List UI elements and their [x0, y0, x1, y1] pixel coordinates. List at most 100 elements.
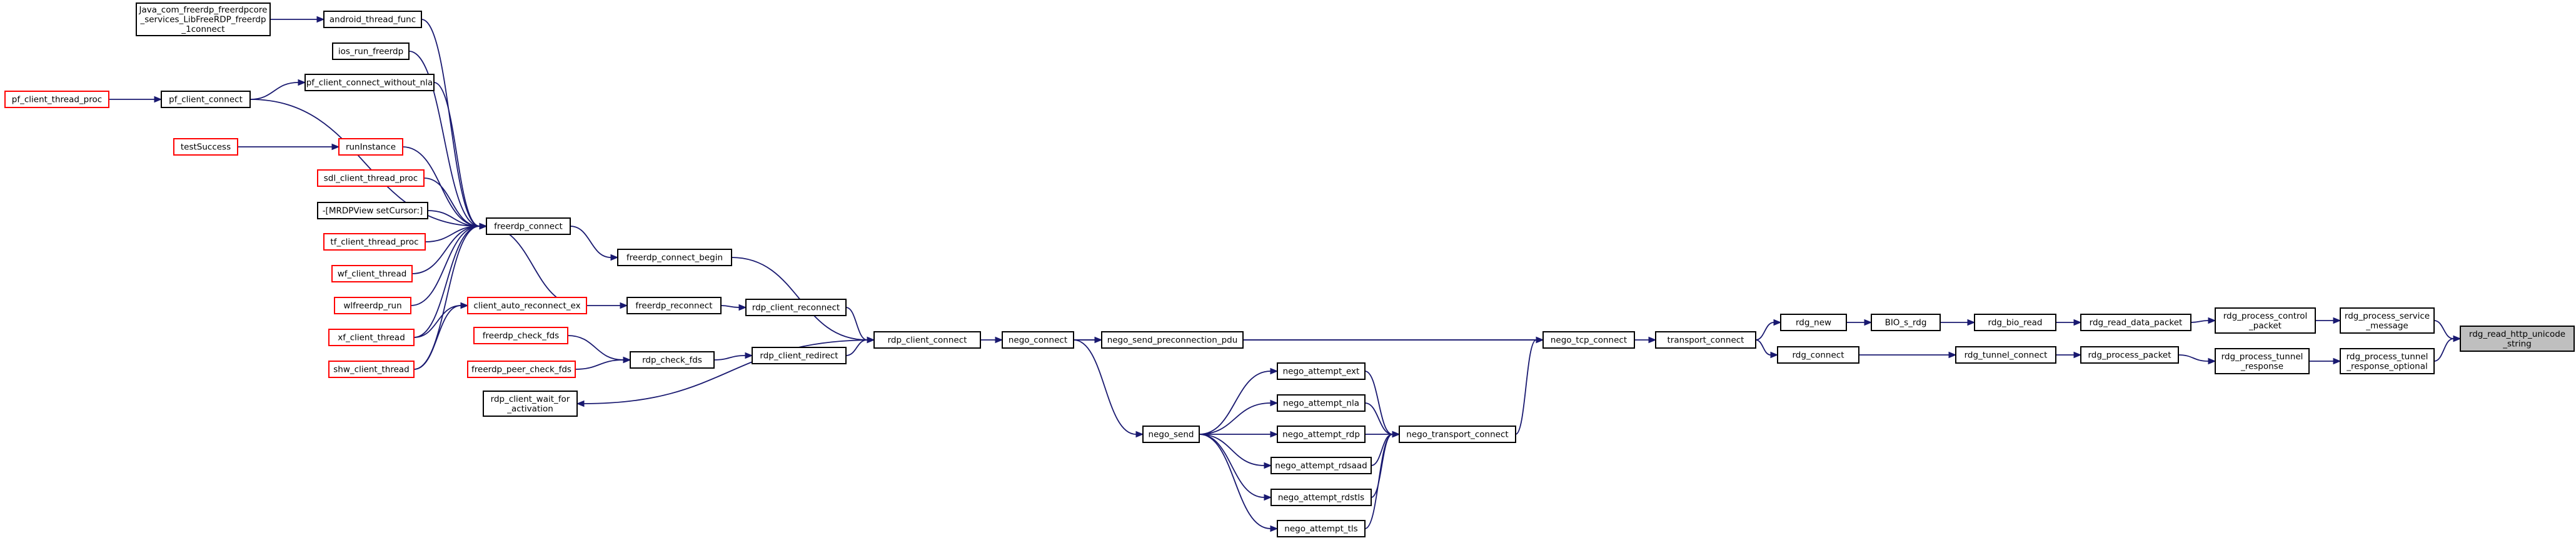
node-fcheckfds[interactable]: freerdp_check_fds [473, 327, 568, 344]
node-tunconn[interactable]: rdg_tunnel_connect [1955, 346, 2056, 364]
node-ios[interactable]: ios_run_freerdp [332, 42, 410, 60]
node-rdp[interactable]: nego_attempt_rdp [1277, 426, 1366, 443]
edge-shw-to-care [413, 302, 469, 370]
edge-line [413, 305, 461, 370]
edge-arrowhead [1135, 431, 1144, 438]
node-layer: rdg_read_http_unicode_stringrdg_process_… [4, 2, 2575, 537]
node-ntc[interactable]: nego_transport_connect [1399, 426, 1516, 443]
edge-java-to-android [270, 16, 325, 23]
edge-line [413, 305, 461, 338]
node-pfthread[interactable]: pf_client_thread_proc [4, 91, 109, 108]
edge-pfconn-to-pfnla [249, 79, 306, 100]
node-runinst[interactable]: runInstance [338, 138, 403, 156]
node-checkfds[interactable]: rdp_check_fds [630, 351, 715, 369]
node-label: rdg_read_data_packet [2090, 318, 2183, 328]
node-label: wf_client_thread [338, 269, 407, 279]
node-fpeer[interactable]: freerdp_peer_check_fds [467, 361, 576, 378]
node-box [1399, 426, 1516, 443]
node-fconnect[interactable]: freerdp_connect [486, 217, 571, 235]
node-label: _packet [2248, 321, 2282, 331]
node-label: testSuccess [181, 142, 231, 152]
node-rdpcc[interactable]: rdp_client_connect [873, 331, 981, 349]
edge-arrowhead [2073, 351, 2082, 359]
node-transport[interactable]: transport_connect [1655, 331, 1756, 349]
node-box [1277, 426, 1366, 443]
edge-arrowhead [298, 79, 306, 86]
node-mrdp[interactable]: -[MRDPView setCursor:] [317, 202, 428, 219]
node-box [2080, 346, 2179, 364]
node-box [1655, 331, 1756, 349]
node-rdsaad[interactable]: nego_attempt_rdsaad [1270, 457, 1372, 474]
node-ptro[interactable]: rdg_process_tunnel_response_optional [2340, 348, 2435, 374]
node-box [1270, 457, 1372, 474]
node-nla[interactable]: nego_attempt_nla [1277, 394, 1366, 412]
node-box [2080, 314, 2191, 331]
node-box [630, 351, 715, 369]
node-negosend[interactable]: nego_send [1142, 426, 1200, 443]
node-ppkt[interactable]: rdg_process_packet [2080, 346, 2179, 364]
node-pcp[interactable]: rdg_process_control_packet [2215, 307, 2316, 334]
node-box [467, 297, 587, 314]
node-ext[interactable]: nego_attempt_ext [1277, 362, 1366, 380]
node-rdgconn[interactable]: rdg_connect [1777, 346, 1859, 364]
node-pfnla[interactable]: pf_client_connect_without_nla [304, 74, 435, 91]
node-box [317, 169, 425, 187]
node-label: nego_attempt_rdsaad [1275, 461, 1367, 471]
node-xf[interactable]: xf_client_thread [328, 329, 415, 346]
edge-line [1199, 371, 1271, 435]
node-freconn[interactable]: freerdp_reconnect [626, 297, 722, 314]
node-box [323, 233, 426, 251]
node-label: BIO_s_rdg [1885, 318, 1927, 328]
node-label: freerdp_connect [494, 222, 563, 232]
node-wf[interactable]: wf_client_thread [331, 265, 413, 282]
edge-arrowhead [2208, 357, 2216, 365]
edge-bios-to-bioread [1940, 319, 1976, 326]
edge-tcp-to-transport [1634, 336, 1657, 344]
node-label: shw_client_thread [333, 365, 409, 375]
node-tls[interactable]: nego_attempt_tls [1277, 520, 1366, 537]
node-rdp_pkt[interactable]: rdg_read_data_packet [2080, 314, 2191, 331]
node-bioread[interactable]: rdg_bio_read [1974, 314, 2056, 331]
edge-negosend-to-nla [1199, 399, 1279, 435]
node-wlf[interactable]: wlfreerdp_run [334, 297, 411, 314]
node-psm[interactable]: rdg_process_service_message [2340, 307, 2435, 334]
node-negoconn[interactable]: nego_connect [1002, 331, 1074, 349]
node-rdgnew[interactable]: rdg_new [1780, 314, 1847, 331]
edge-arrowhead [623, 356, 631, 364]
edge-pfthread-to-pfconn [109, 96, 163, 103]
node-care[interactable]: client_auto_reconnect_ex [467, 297, 587, 314]
node-label: rdg_new [1796, 318, 1831, 328]
node-label: ios_run_freerdp [338, 47, 403, 57]
node-bios[interactable]: BIO_s_rdg [1871, 314, 1941, 331]
node-android[interactable]: android_thread_func [323, 11, 422, 28]
node-tcp[interactable]: nego_tcp_connect [1542, 331, 1635, 349]
edge-tls-to-ntc [1364, 431, 1401, 529]
edge-ptro-to-root [2433, 335, 2462, 362]
node-label: rdp_client_redirect [760, 351, 838, 361]
node-box [1780, 314, 1847, 331]
node-java[interactable]: Java_com_freerdp_freerdpcore_services_Li… [136, 2, 271, 36]
node-ptr[interactable]: rdg_process_tunnel_response [2215, 348, 2310, 374]
node-label: freerdp_check_fds [483, 331, 559, 341]
node-tf[interactable]: tf_client_thread_proc [323, 233, 426, 251]
node-rdpredir[interactable]: rdp_client_redirect [752, 347, 847, 364]
edge-arrowhead [745, 352, 753, 359]
node-rdstls[interactable]: nego_attempt_rdstls [1270, 489, 1372, 506]
node-pfconn[interactable]: pf_client_connect [161, 91, 251, 108]
node-spdu[interactable]: nego_send_preconnection_pdu [1101, 331, 1244, 349]
edge-arrowhead [1948, 351, 1957, 359]
edge-rdgconn-to-tunconn [1859, 351, 1957, 359]
node-shw[interactable]: shw_client_thread [328, 361, 415, 378]
edge-line [2178, 354, 2209, 362]
node-label: sdl_client_thread_proc [324, 174, 418, 184]
node-waitact[interactable]: rdp_client_wait_for_activation [483, 391, 578, 417]
node-box [1542, 331, 1635, 349]
node-sdl[interactable]: sdl_client_thread_proc [317, 169, 425, 187]
edge-line [570, 226, 611, 258]
node-rdpcr[interactable]: rdp_client_reconnect [745, 299, 847, 316]
node-testsucc[interactable]: testSuccess [173, 138, 238, 156]
node-label: android_thread_func [330, 15, 416, 25]
node-fcb[interactable]: freerdp_connect_begin [617, 249, 732, 266]
edge-arrowhead [316, 16, 325, 23]
edge-arrowhead [2333, 317, 2342, 324]
